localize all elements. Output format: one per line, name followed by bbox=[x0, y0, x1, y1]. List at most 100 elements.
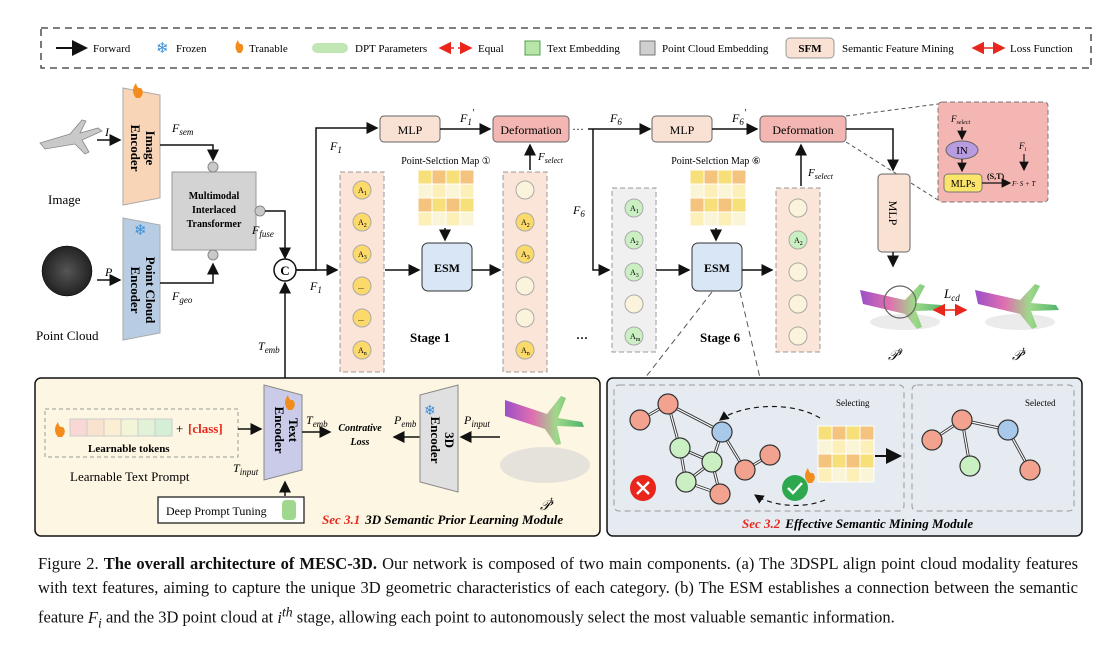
caption-text-2: and the 3D point cloud at bbox=[101, 607, 278, 627]
token-label: A2 bbox=[521, 218, 530, 229]
map-cell bbox=[831, 453, 847, 469]
selecting-label: Selecting bbox=[836, 398, 870, 408]
graph-node bbox=[759, 444, 781, 466]
stage1-mlp-label: MLP bbox=[398, 123, 423, 137]
legend-tranable: Tranable bbox=[249, 43, 288, 55]
map-cell bbox=[703, 211, 719, 227]
map-cell bbox=[703, 197, 719, 213]
ellipsis-top-1: ··· bbox=[572, 122, 584, 136]
pc-encoder-label-1: Point Cloud bbox=[143, 257, 158, 325]
stage1-selection-map bbox=[417, 169, 475, 227]
map-cell bbox=[817, 453, 833, 469]
graph-node bbox=[997, 419, 1019, 441]
point-cloud-input: Point Cloud P bbox=[36, 245, 122, 343]
map-cell bbox=[859, 425, 875, 441]
token-cell bbox=[137, 418, 156, 437]
map-cell bbox=[459, 197, 475, 213]
caption-ith: ith bbox=[277, 604, 293, 627]
stage1-selected-column bbox=[502, 171, 548, 373]
stage1-deformation bbox=[492, 115, 570, 143]
3d-encoder bbox=[419, 384, 459, 493]
stage6-esm-label: ESM bbox=[704, 261, 730, 275]
module1-airplane-icon bbox=[500, 396, 590, 483]
graph-node bbox=[921, 429, 943, 451]
token bbox=[352, 276, 372, 296]
snowflake-icon: ❄ bbox=[156, 41, 169, 57]
arrow bbox=[265, 210, 291, 260]
legend-sfm: Semantic Feature Mining bbox=[842, 43, 954, 55]
prompt-plus: + bbox=[176, 421, 183, 436]
token-label: ... bbox=[358, 282, 364, 291]
token bbox=[788, 230, 808, 250]
caption-fig: Figure 2. bbox=[38, 554, 99, 573]
map-cell bbox=[845, 439, 861, 455]
token bbox=[515, 212, 535, 232]
token bbox=[788, 326, 808, 346]
map-cell bbox=[845, 467, 861, 483]
token bbox=[788, 198, 808, 218]
learnable-tokens bbox=[69, 418, 173, 437]
sfm-st: (S,T) bbox=[987, 172, 1004, 181]
accept-icon bbox=[782, 475, 808, 501]
graph-node bbox=[1019, 459, 1041, 481]
map-cell bbox=[417, 183, 433, 199]
map-cell bbox=[831, 467, 847, 483]
legend-pc-emb-swatch bbox=[639, 40, 656, 56]
contrastive-loss-2: Loss bbox=[350, 437, 370, 448]
token-cell bbox=[69, 418, 88, 437]
arrow bbox=[592, 129, 611, 276]
image-input: Image I bbox=[39, 119, 122, 207]
token bbox=[515, 308, 535, 328]
sfm-detail-box: Fselect IN MLPs (S,T) Fi F· S + T bbox=[937, 101, 1049, 203]
graph-node bbox=[959, 455, 981, 477]
var-pemb: Pemb bbox=[393, 413, 417, 429]
map-cell bbox=[717, 183, 733, 199]
stage6-deformation-label: Deformation bbox=[772, 123, 833, 137]
token-label: A1 bbox=[358, 186, 367, 197]
map-cell bbox=[859, 453, 875, 469]
map-cell bbox=[417, 169, 433, 185]
text-encoder-label-1: Text bbox=[286, 418, 301, 443]
map-cell bbox=[689, 211, 705, 227]
stage6-esm bbox=[691, 242, 743, 292]
stage1-token-column bbox=[339, 171, 385, 373]
final-mlp-label: MLP bbox=[886, 201, 900, 226]
var-lcd: Lcd bbox=[943, 286, 960, 303]
flame-icon bbox=[133, 83, 143, 98]
mit-label-3: Transformer bbox=[187, 219, 242, 230]
stage6-selection-map bbox=[689, 169, 747, 227]
token-label: A3 bbox=[521, 250, 530, 261]
graph-node bbox=[629, 409, 651, 431]
var-f1-bottom: F1 bbox=[309, 279, 322, 295]
token bbox=[624, 294, 644, 314]
token-label: ... bbox=[358, 314, 364, 323]
ellipsis-middle: ··· bbox=[576, 331, 588, 345]
arrow bbox=[160, 262, 219, 284]
var-tinput: Tinput bbox=[233, 461, 259, 477]
sfm-fsel: Fselect bbox=[950, 114, 970, 126]
deep-prompt-tuning-label: Deep Prompt Tuning bbox=[166, 504, 267, 518]
map-cell bbox=[445, 183, 461, 199]
multimodal-interlaced-transformer: Multimodal Interlaced Transformer bbox=[171, 161, 266, 261]
token-label: An bbox=[521, 346, 530, 357]
point-cloud-encoder: ❄ Point Cloud Encoder bbox=[122, 217, 161, 341]
learnable-text-prompt-label: Learnable Text Prompt bbox=[70, 469, 190, 484]
text-encoder-label-2: Encoder bbox=[272, 407, 287, 454]
var-temb-up: Temb bbox=[258, 339, 280, 355]
stage6-selected-tokens: A2 bbox=[788, 198, 808, 346]
var-f1-top: F1 bbox=[329, 139, 342, 155]
flame-icon bbox=[55, 422, 65, 437]
var-fgeo: Fgeo bbox=[171, 289, 193, 305]
stage1-map-label: Point-Selction Map ① bbox=[401, 156, 491, 167]
var-f6-top: F6 bbox=[609, 111, 622, 127]
learnable-tokens-label: Learnable tokens bbox=[88, 443, 170, 455]
map-cell bbox=[689, 197, 705, 213]
map-cell bbox=[831, 425, 847, 441]
legend-loss: Loss Function bbox=[1010, 43, 1073, 55]
map-cell bbox=[417, 197, 433, 213]
map-cell bbox=[845, 453, 861, 469]
token-label: A2 bbox=[630, 236, 639, 247]
output-po: 𝒫o bbox=[888, 345, 903, 364]
image-encoder-label-2: Encoder bbox=[128, 125, 143, 172]
